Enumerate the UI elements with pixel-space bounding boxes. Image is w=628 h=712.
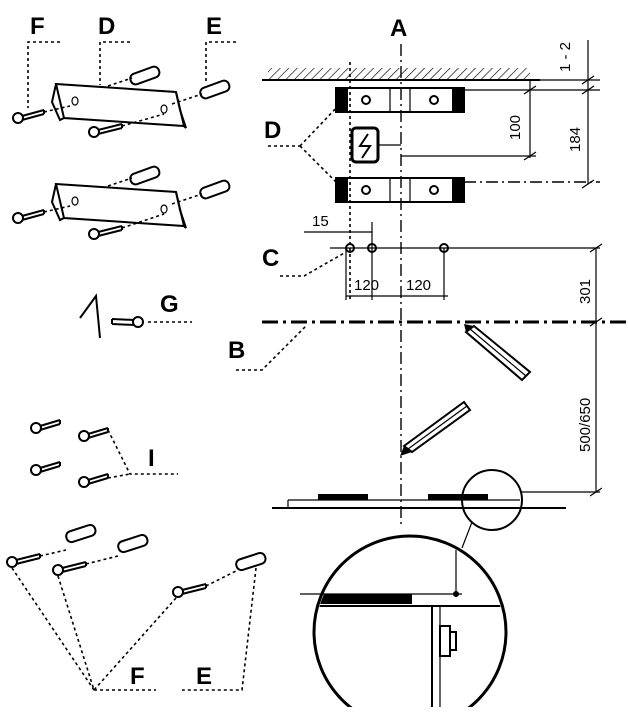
dowel-icon xyxy=(107,65,161,87)
ceiling-hatch xyxy=(268,68,530,80)
installed-bracket-bottom xyxy=(335,177,465,203)
dim-hole-right: 120 xyxy=(406,277,431,294)
pencil-icon xyxy=(464,324,532,382)
electrical-box xyxy=(350,126,401,164)
screw-icon xyxy=(12,205,71,224)
label-c: C xyxy=(262,245,279,272)
dowel-icon xyxy=(117,533,149,554)
screw-icon xyxy=(88,113,165,138)
dowel-icon xyxy=(235,551,267,572)
screw-icon xyxy=(30,461,61,476)
label-d-top: D xyxy=(98,13,115,40)
screw-icon xyxy=(88,213,165,240)
dowel-icon xyxy=(171,179,231,205)
screw-icon xyxy=(6,549,67,568)
dowel-icon xyxy=(107,165,161,187)
installed-bracket-top xyxy=(335,87,465,113)
mounting-bracket-2 xyxy=(50,182,187,229)
screw-icon xyxy=(78,473,109,488)
dim-bracket-spacing: 100 xyxy=(507,115,524,140)
label-a: A xyxy=(390,15,407,42)
screw-icon xyxy=(78,427,109,442)
label-b: B xyxy=(228,337,245,364)
dim-bracket-total: 184 xyxy=(567,127,584,152)
label-f-bottom: F xyxy=(130,663,145,690)
hob-surface xyxy=(272,491,600,509)
label-d-mid: D xyxy=(264,117,281,144)
screw-icon xyxy=(172,569,239,598)
label-e-bottom: E xyxy=(196,663,212,690)
dim-to-line-b: 301 xyxy=(577,279,594,304)
bracket-kit-top: F D E xyxy=(12,13,236,240)
dowel-icon xyxy=(65,523,97,544)
screw-set-i: I xyxy=(30,419,178,488)
screw-icon xyxy=(52,555,119,576)
screw-dowel-set-bottom: F E xyxy=(6,523,267,691)
label-g: G xyxy=(160,291,179,318)
dim-offset-left: 15 xyxy=(312,213,329,230)
pencil-icon xyxy=(400,400,472,456)
hook-screw-g: G xyxy=(79,291,192,339)
dim-to-hob: 500/650 xyxy=(577,398,594,452)
screw-icon xyxy=(30,419,61,434)
dowel-icon xyxy=(171,79,231,105)
label-f-top: F xyxy=(30,13,45,40)
detail-callout-small xyxy=(461,469,523,531)
mounting-bracket-1 xyxy=(50,82,187,129)
detail-magnified xyxy=(300,534,508,712)
dim-hole-left: 120 xyxy=(354,277,379,294)
drill-hole xyxy=(367,243,377,253)
dim-gap-top: 1 - 2 xyxy=(557,42,574,72)
screw-icon xyxy=(12,105,71,124)
label-e-top: E xyxy=(206,13,222,40)
label-i: I xyxy=(148,445,155,472)
installation-elevation: A xyxy=(228,15,626,712)
